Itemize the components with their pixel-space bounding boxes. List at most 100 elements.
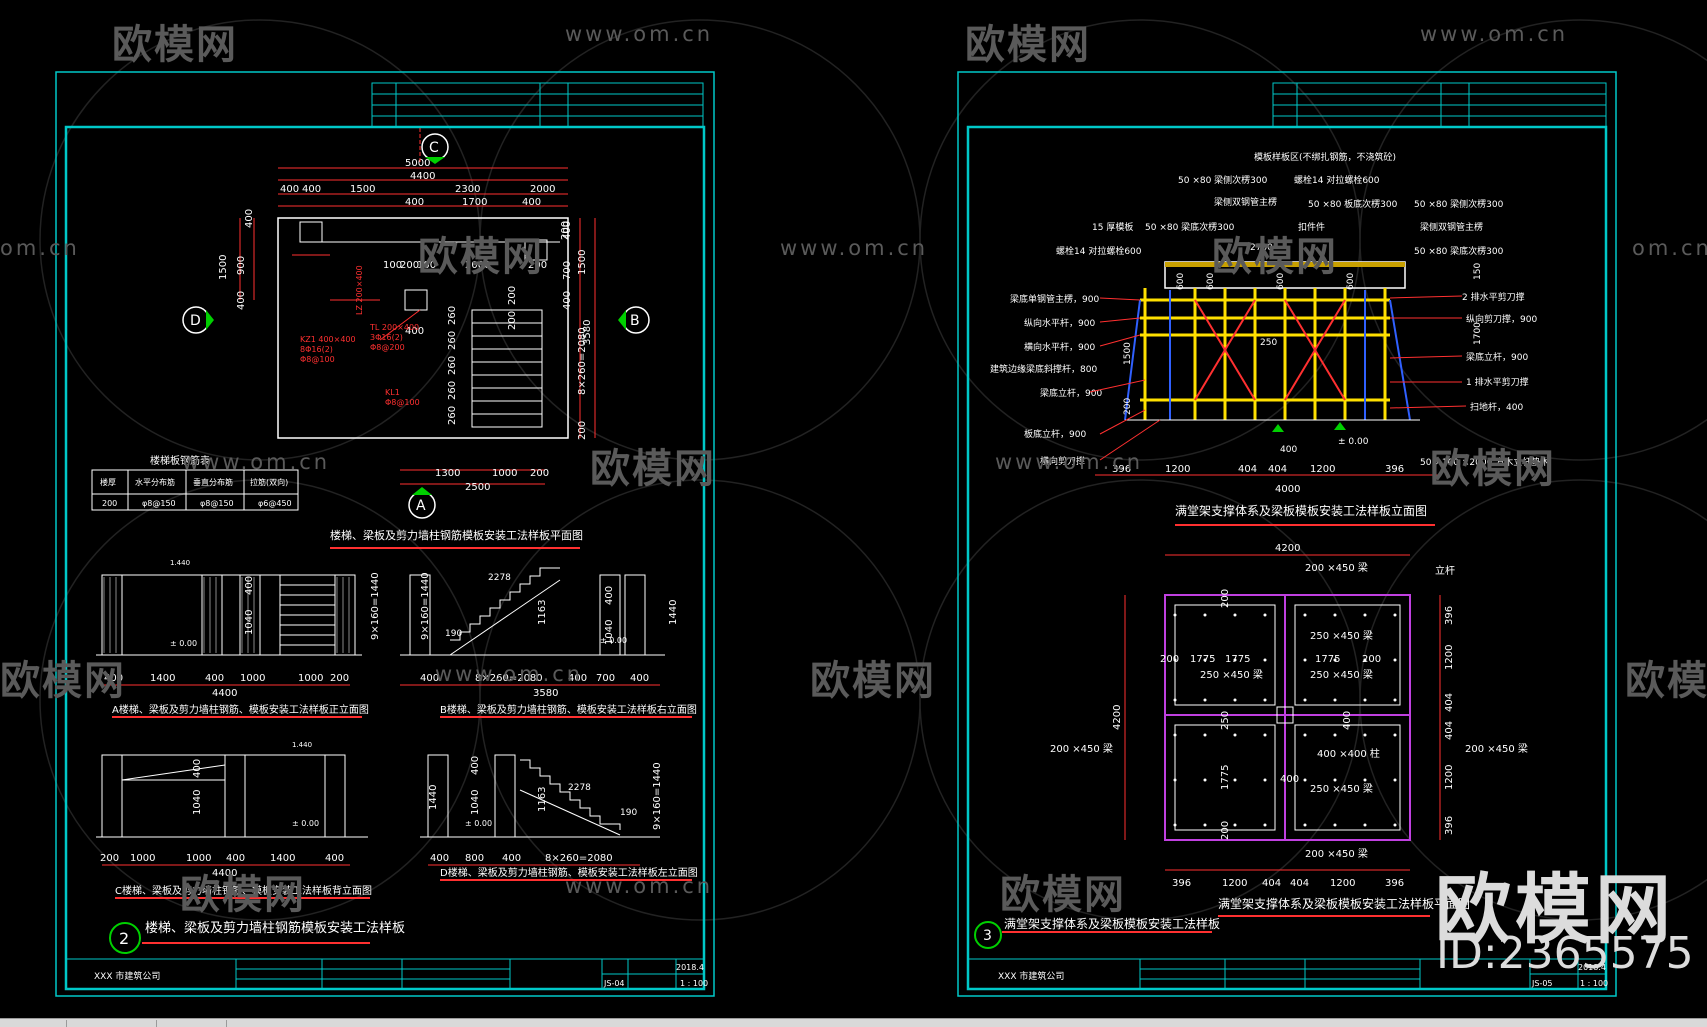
elev-d-title: D楼梯、梁板及剪力墙柱钢筋、模板安装工法样板左立面图 [440, 866, 698, 879]
svg-text:1.440: 1.440 [170, 559, 190, 567]
rebar-cell-3: φ6@450 [258, 499, 292, 508]
svg-text:250 ×450 梁: 250 ×450 梁 [1310, 668, 1373, 681]
svg-text:± 0.00: ± 0.00 [170, 639, 197, 648]
label-cross-brace: 横向剪刀撑 [1040, 455, 1085, 467]
rebar-cell-2: φ8@150 [200, 499, 234, 508]
brand-id: ID:2365575 [1436, 928, 1694, 979]
svg-text:150: 150 [1473, 263, 1483, 280]
status-tab[interactable] [160, 1020, 227, 1027]
svg-text:2278: 2278 [488, 573, 511, 583]
svg-text:250: 250 [1220, 711, 1231, 730]
svg-text:1200: 1200 [1222, 878, 1247, 889]
right-outer-frame [957, 71, 1617, 997]
svg-text:1200: 1200 [1444, 765, 1455, 790]
svg-text:Φ8@100: Φ8@100 [300, 355, 335, 364]
status-tab[interactable] [0, 1020, 67, 1027]
svg-text:200: 200 [560, 221, 571, 240]
plan-column-1 [299, 221, 323, 243]
svg-text:200: 200 [507, 311, 518, 330]
svg-text:200: 200 [1160, 654, 1179, 665]
status-bar[interactable] [0, 1018, 1707, 1027]
left-date: 2018.4 [676, 963, 704, 972]
svg-text:4000: 4000 [1275, 484, 1300, 495]
plan-stair-treads [471, 309, 543, 428]
label-slab-joist: 50 ×80 板底次楞300 [1308, 198, 1398, 210]
svg-text:400: 400 [205, 673, 224, 684]
elev-b-title: B楼梯、梁板及剪力墙柱钢筋、模板安装工法样板右立面图 [440, 703, 697, 716]
svg-text:1040: 1040 [470, 790, 481, 815]
svg-text:1163: 1163 [537, 787, 548, 812]
svg-text:200 ×450 梁: 200 ×450 梁 [1050, 742, 1113, 755]
scaffold-horizontals [1140, 298, 1390, 402]
svg-text:400: 400 [562, 221, 573, 240]
svg-text:400: 400 [562, 291, 573, 310]
left-sheet-number-circle [109, 922, 141, 954]
status-tab[interactable] [90, 1020, 157, 1027]
left-title-block [65, 958, 705, 990]
rebar-header-0: 楼厚 [100, 477, 116, 487]
svg-text:400: 400 [1342, 711, 1353, 730]
svg-text:250 ×450 梁: 250 ×450 梁 [1200, 668, 1263, 681]
svg-text:1200: 1200 [1165, 464, 1190, 475]
scaffold-elev-title: 满堂架支撑体系及梁板模板安装工法样板立面图 [1175, 503, 1427, 518]
svg-text:260: 260 [447, 381, 458, 400]
section-marker-b[interactable]: B [618, 306, 650, 334]
svg-text:400: 400 [405, 197, 424, 208]
section-d-label: D [190, 313, 201, 329]
svg-text:1400: 1400 [150, 673, 175, 684]
svg-text:KL1: KL1 [385, 388, 400, 397]
plan-beam-outer [1164, 594, 1411, 841]
svg-text:396: 396 [1172, 878, 1191, 889]
svg-text:1000: 1000 [492, 468, 517, 479]
svg-text:1775: 1775 [1190, 654, 1215, 665]
svg-text:2700: 2700 [1250, 243, 1273, 253]
section-marker-c[interactable]: C [419, 128, 449, 164]
svg-text:1040: 1040 [192, 790, 203, 815]
svg-text:1000: 1000 [186, 853, 211, 864]
scaffold-diagonals-blue [1124, 290, 1411, 421]
rebar-header-3: 拉筋(双向) [250, 477, 288, 487]
left-sheet[interactable]: XXX 市建筑公司 JS-04 2018.4 1 : 100 [55, 71, 715, 997]
svg-text:396: 396 [1112, 464, 1131, 475]
svg-text:8×260=2080: 8×260=2080 [577, 327, 588, 395]
plan-column-2 [404, 289, 428, 311]
svg-text:400: 400 [104, 673, 123, 684]
section-marker-a[interactable]: A [408, 487, 436, 519]
scaffold-left-labels: 50 ×80 梁侧次楞300 梁侧双钢管主楞 15 厚模板 螺栓14 对拉螺栓6… [990, 174, 1277, 467]
svg-text:Φ8@200: Φ8@200 [370, 343, 405, 352]
svg-text:400: 400 [568, 673, 587, 684]
right-sheet[interactable]: XXX 市建筑公司 JS-05 2018.4 1 : 100 [957, 71, 1617, 997]
svg-text:400: 400 [244, 209, 255, 228]
svg-text:200 ×450 梁: 200 ×450 梁 [1305, 847, 1368, 860]
svg-text:Φ8@100: Φ8@100 [385, 398, 420, 407]
label-long-brace: 纵向剪刀撑，900 [1466, 313, 1537, 325]
elev-mark-left [1272, 424, 1284, 432]
svg-text:400: 400 [430, 853, 449, 864]
section-marker-d[interactable]: D [182, 306, 214, 334]
svg-text:600: 600 [1346, 273, 1356, 290]
svg-text:700: 700 [596, 673, 615, 684]
right-main-title: 满堂架支撑体系及梁板模板安装工法样板 [1004, 916, 1220, 931]
label-cross-bar: 横向水平杆，900 [1024, 341, 1095, 353]
svg-text:1500: 1500 [350, 184, 375, 195]
svg-text:400: 400 [244, 576, 255, 595]
svg-text:260: 260 [447, 406, 458, 425]
label-tie-bolt-top: 螺栓14 对拉螺栓600 [1294, 174, 1380, 186]
svg-text:260: 260 [447, 306, 458, 325]
right-date: 2018.4 [1578, 963, 1606, 972]
svg-text:200: 200 [1362, 654, 1381, 665]
left-drawing-code: JS-04 [603, 979, 625, 988]
elev-a-hatch [103, 577, 350, 653]
label-slab-post: 板底立杆，900 [1024, 428, 1086, 440]
plan-slab-panels [1174, 604, 1401, 831]
svg-text:8Φ16(2): 8Φ16(2) [300, 345, 333, 354]
svg-text:200: 200 [400, 260, 419, 271]
